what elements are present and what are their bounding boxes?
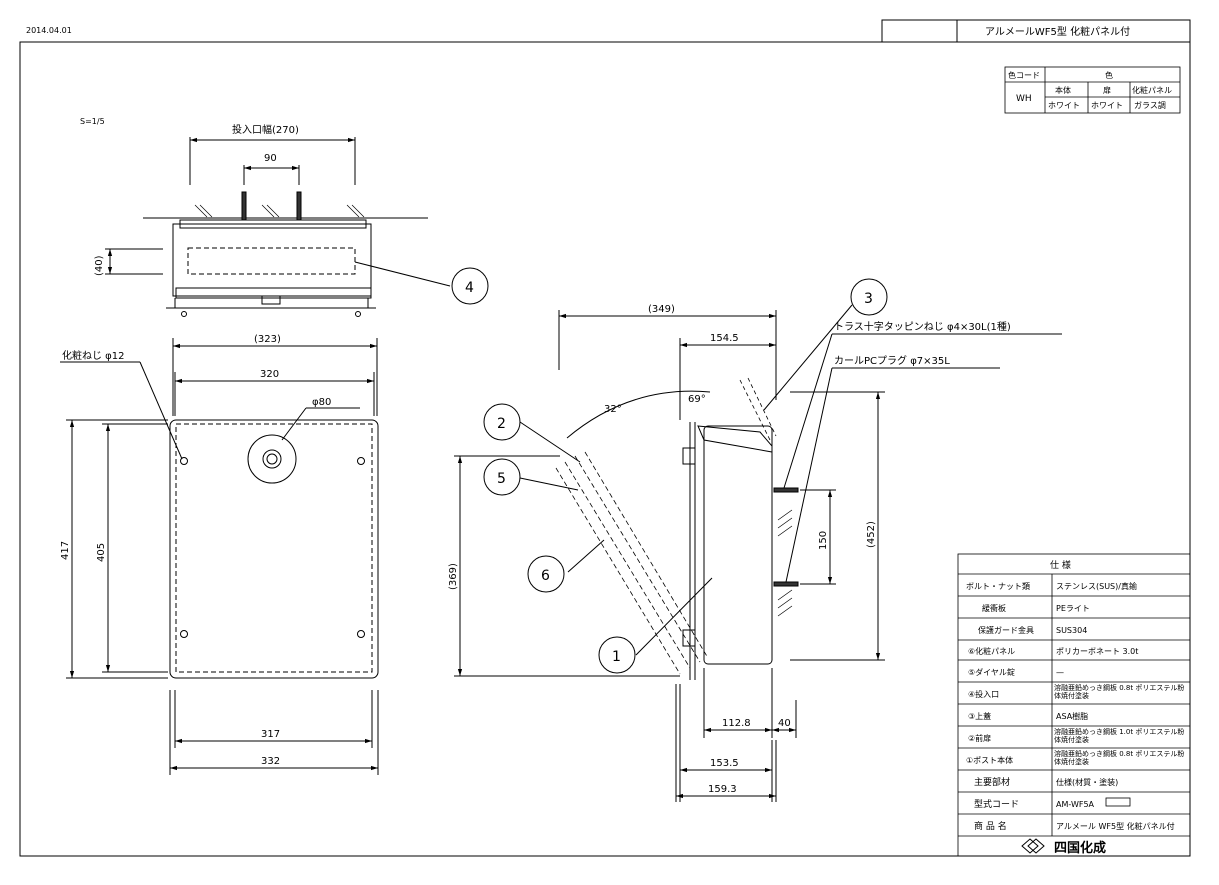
color-value-body: ホワイト xyxy=(1048,101,1080,110)
spec-footer-part: 商 品 名 xyxy=(974,820,1007,832)
side-view xyxy=(454,304,1062,802)
color-value-panel: ガラス調 xyxy=(1134,100,1166,110)
screw-note: トラス十字タッピンねじ φ4×30L(1種) xyxy=(834,320,1011,333)
color-header: 色 xyxy=(1105,70,1113,80)
color-part-body: 本体 xyxy=(1055,85,1071,95)
front-height-dim: 405 xyxy=(96,543,107,562)
front-height-outer-dim: 417 xyxy=(60,541,71,560)
slot-width-dim: 投入口幅(270) xyxy=(232,123,299,136)
spec-value: ASA樹脂 xyxy=(1056,711,1088,721)
color-code-value: WH xyxy=(1016,94,1032,104)
date-label: 2014.04.01 xyxy=(26,26,72,35)
spec-footer-part: 主要部材 xyxy=(974,776,1010,788)
side-dim-112-8: 112.8 xyxy=(722,718,751,729)
callout-1: 1 xyxy=(612,649,621,665)
spec-value: SUS304 xyxy=(1056,626,1087,635)
color-code-header: 色コード xyxy=(1008,70,1040,80)
front-width-dim: 320 xyxy=(260,369,279,380)
side-depth-upper-dim: 154.5 xyxy=(710,333,739,344)
spec-part: ボルト・ナット類 xyxy=(966,581,1030,591)
callout-2: 2 xyxy=(497,416,506,432)
spec-part: 緩衝板 xyxy=(982,603,1006,613)
drawing-border xyxy=(19,19,1191,857)
spec-value: 溶融亜鉛めっき鋼板 1.0t ポリエステル粉体焼付塗装 xyxy=(1054,728,1185,744)
front-bottom-inner-dim: 317 xyxy=(261,729,280,740)
slot-height-dim: (40) xyxy=(94,255,105,276)
callout-3: 3 xyxy=(864,291,873,307)
spec-footer-value: 仕様(材質・塗装) xyxy=(1056,777,1118,787)
color-value-door: ホワイト xyxy=(1091,101,1123,110)
spec-table-grid xyxy=(957,553,1191,857)
callout-markers xyxy=(451,267,888,674)
bolt-pitch-dim: 150 xyxy=(818,531,829,550)
knob-dim: φ80 xyxy=(312,397,331,408)
angle-69: 69° xyxy=(688,394,706,405)
side-height-452-dim: (452) xyxy=(866,521,877,548)
top-view xyxy=(105,137,451,317)
spec-part: ②前扉 xyxy=(968,733,991,743)
color-table xyxy=(1004,66,1181,114)
side-dim-159-3: 159.3 xyxy=(708,784,737,795)
side-dim-40: 40 xyxy=(778,718,791,729)
bolt-spacing-dim: 90 xyxy=(264,153,277,164)
company-name: 四国化成 xyxy=(1054,840,1106,856)
color-part-door: 扉 xyxy=(1103,85,1111,95)
spec-footer-value: AM-WF5A xyxy=(1056,800,1095,809)
spec-footer-part: 型式コード xyxy=(974,798,1019,810)
spec-part: 保護ガード金具 xyxy=(978,625,1034,635)
callout-4: 4 xyxy=(465,280,474,296)
spec-title: 仕 様 xyxy=(1050,559,1071,571)
angle-32: 32° xyxy=(604,404,622,415)
spec-part: ⑥化粧パネル xyxy=(968,646,1015,656)
spec-value: 溶融亜鉛めっき鋼板 0.8t ポリエステル粉体焼付塗装 xyxy=(1054,750,1185,766)
spec-rows: ボルト・ナット類 ステンレス(SUS)/真鍮 緩衝板 PEライト 保護ガード金具… xyxy=(966,581,1185,832)
spec-part: ⑤ダイヤル錠 xyxy=(968,667,1015,677)
callout-5: 5 xyxy=(497,471,506,487)
company-logo: 四国化成 xyxy=(1021,838,1106,856)
front-view xyxy=(60,338,379,775)
spec-value: ポリカーボネート 3.0t xyxy=(1056,647,1138,656)
spec-part: ③上蓋 xyxy=(968,711,991,721)
spec-value: 溶融亜鉛めっき鋼板 0.8t ポリエステル粉体焼付塗装 xyxy=(1054,684,1185,700)
plug-note: カールPCプラグ φ7×35L xyxy=(834,354,950,367)
front-width-outer-dim: (323) xyxy=(254,334,281,345)
side-height-369-dim: (369) xyxy=(448,563,459,590)
spec-part: ④投入口 xyxy=(968,689,999,699)
scale-label: S=1/5 xyxy=(80,117,105,126)
spec-value: ステンレス(SUS)/真鍮 xyxy=(1056,581,1137,591)
screw-label: 化粧ねじ φ12 xyxy=(62,349,125,362)
spec-footer-value: アルメール WF5型 化粧パネル付 xyxy=(1056,821,1175,831)
side-dim-153-5: 153.5 xyxy=(710,758,739,769)
product-title: アルメールWF5型 化粧パネル付 xyxy=(985,25,1130,38)
color-part-panel: 化粧パネル xyxy=(1132,85,1172,95)
spec-value: PEライト xyxy=(1056,604,1090,613)
front-bottom-outer-dim: 332 xyxy=(261,756,280,767)
spec-part: ①ポスト本体 xyxy=(966,755,1013,765)
spec-value: — xyxy=(1056,668,1064,677)
callout-6: 6 xyxy=(541,568,550,584)
side-depth-total-dim: (349) xyxy=(648,304,675,315)
